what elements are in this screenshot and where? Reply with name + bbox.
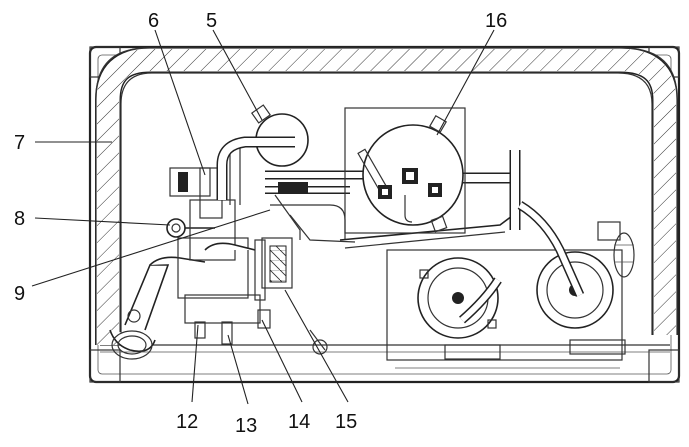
component-16-tank	[344, 107, 466, 234]
leader-lines	[31, 29, 495, 405]
callout-8: 8	[14, 208, 25, 230]
component-15-block	[254, 237, 293, 301]
leader-13	[227, 334, 249, 405]
callout-9: 9	[14, 283, 25, 305]
callout-labels: 6 5 16 7 8 9 12 13 14 15	[14, 10, 507, 437]
left-tube-cluster	[109, 256, 206, 360]
leader-12	[191, 324, 199, 403]
heat-exchanger-coil	[95, 47, 678, 345]
leader-5	[212, 29, 263, 121]
leader-16	[436, 29, 495, 136]
component-5-tank	[216, 104, 309, 200]
compressor-left	[417, 257, 502, 339]
compressor-right	[517, 201, 635, 329]
callout-12: 12	[176, 411, 198, 433]
callout-16: 16	[485, 10, 507, 32]
leader-6	[154, 29, 206, 176]
leader-9	[31, 209, 271, 287]
callout-13: 13	[235, 415, 257, 437]
compressor-plate	[386, 249, 626, 369]
callout-14: 14	[288, 411, 310, 433]
leader-14	[261, 319, 303, 403]
callout-15: 15	[335, 411, 357, 433]
callout-5: 5	[206, 10, 217, 32]
leader-15	[284, 289, 349, 403]
callout-6: 6	[148, 10, 159, 32]
leader-8	[34, 217, 171, 226]
callout-7: 7	[14, 132, 25, 154]
